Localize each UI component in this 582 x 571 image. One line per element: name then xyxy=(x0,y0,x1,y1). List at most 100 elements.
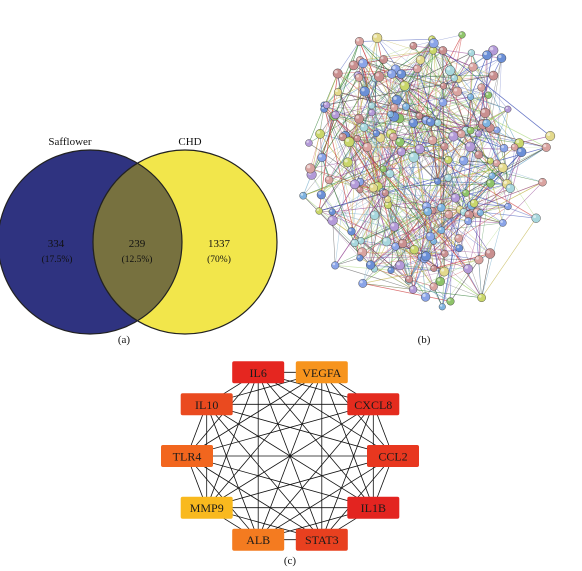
ppi-edge xyxy=(448,167,503,178)
ppi-node-highlight xyxy=(316,208,320,211)
ppi-edge xyxy=(379,45,414,77)
ppi-edge xyxy=(478,108,509,134)
ppi-node-highlight xyxy=(435,120,438,123)
ppi-edge xyxy=(465,154,479,194)
ppi-node xyxy=(440,82,448,90)
ppi-node-highlight xyxy=(387,130,392,134)
ppi-edge xyxy=(465,133,479,194)
ppi-edge xyxy=(448,177,449,215)
hub-edge xyxy=(206,403,374,509)
ppi-node xyxy=(454,234,463,243)
ppi-node-highlight xyxy=(489,173,493,176)
ppi-node xyxy=(317,152,327,162)
ppi-node xyxy=(437,226,446,234)
ppi-edge xyxy=(320,157,323,195)
ppi-edge xyxy=(370,148,420,266)
ppi-node xyxy=(353,134,361,142)
ppi-edge xyxy=(359,41,406,88)
ppi-node xyxy=(372,129,380,137)
ppi-node-highlight xyxy=(471,200,475,204)
ppi-edge xyxy=(323,65,354,110)
ppi-edge xyxy=(481,218,537,298)
ppi-edge xyxy=(430,50,444,123)
ppi-node xyxy=(398,238,408,249)
ppi-node-highlight xyxy=(438,204,442,208)
ppi-edge xyxy=(387,204,415,250)
ppi-edge xyxy=(337,73,350,142)
ppi-node-highlight xyxy=(329,217,333,221)
ppi-node-highlight xyxy=(375,73,380,77)
ppi-node xyxy=(421,292,431,302)
ppi-node-highlight xyxy=(324,102,327,106)
hub-node-box xyxy=(232,528,285,551)
ppi-edge xyxy=(357,116,395,139)
hub-node-il1b: IL1B xyxy=(347,496,400,519)
ppi-node xyxy=(498,219,507,227)
ppi-edge xyxy=(387,204,427,257)
ppi-node-highlight xyxy=(398,148,402,152)
ppi-node xyxy=(504,105,512,113)
ppi-node-highlight xyxy=(354,136,358,139)
ppi-edge xyxy=(318,210,361,259)
ppi-node-highlight xyxy=(452,194,456,198)
ppi-edge xyxy=(420,85,444,258)
ppi-node-highlight xyxy=(469,50,472,53)
ppi-node-highlight xyxy=(446,67,451,71)
ppi-node xyxy=(488,172,496,180)
ppi-node xyxy=(444,173,453,182)
ppi-node xyxy=(413,64,422,74)
ppi-edge xyxy=(399,141,427,257)
ppi-node-highlight xyxy=(344,159,348,163)
ppi-node-highlight xyxy=(361,124,364,128)
ppi-node-highlight xyxy=(383,238,387,242)
ppi-edge xyxy=(437,122,467,194)
ppi-node xyxy=(450,193,461,203)
ppi-node-highlight xyxy=(451,75,455,79)
ppi-node-highlight xyxy=(422,293,426,297)
ppi-edge xyxy=(321,114,336,158)
ppi-node xyxy=(459,155,469,166)
ppi-node-highlight xyxy=(450,133,454,137)
ppi-node-highlight xyxy=(411,246,415,250)
hub-node-label: IL10 xyxy=(195,398,218,412)
ppi-node-highlight xyxy=(393,96,397,100)
ppi-node xyxy=(334,88,343,97)
ppi-node xyxy=(464,217,473,226)
ppi-node-highlight xyxy=(348,228,352,232)
ppi-node-highlight xyxy=(475,151,479,155)
ppi-edge xyxy=(351,77,360,232)
ppi-node-highlight xyxy=(481,109,486,113)
ppi-edge xyxy=(470,96,479,134)
ppi-edge xyxy=(371,50,444,106)
ppi-node-highlight xyxy=(468,128,471,131)
ppi-node-highlight xyxy=(332,262,336,266)
ppi-node-highlight xyxy=(316,130,321,134)
hub-node-label: ALB xyxy=(246,533,270,547)
ppi-node xyxy=(409,42,418,50)
ppi-node xyxy=(356,254,364,262)
ppi-node-highlight xyxy=(392,66,396,70)
ppi-node xyxy=(372,32,383,44)
ppi-edge xyxy=(364,73,392,92)
hub-edge xyxy=(206,403,394,457)
ppi-node-highlight xyxy=(401,82,405,86)
ppi-edge xyxy=(383,59,418,70)
ppi-edge xyxy=(359,173,391,191)
ppi-node-highlight xyxy=(391,223,395,227)
ppi-edge xyxy=(383,168,464,213)
ppi-edge xyxy=(374,226,395,270)
ppi-edge xyxy=(387,118,400,200)
ppi-edge xyxy=(401,151,449,161)
ppi-node xyxy=(484,91,493,99)
ppi-edge xyxy=(328,179,403,244)
ppi-node-highlight xyxy=(352,240,355,243)
ppi-edge xyxy=(377,186,466,194)
ppi-edge xyxy=(432,50,474,68)
hub-edge xyxy=(257,371,394,457)
hub-node-box xyxy=(295,528,348,551)
ppi-node xyxy=(358,278,368,288)
ppi-node-highlight xyxy=(439,227,442,231)
venn-left-label: Safflower xyxy=(48,136,92,148)
ppi-edge xyxy=(468,123,487,215)
ppi-node-highlight xyxy=(350,62,354,66)
